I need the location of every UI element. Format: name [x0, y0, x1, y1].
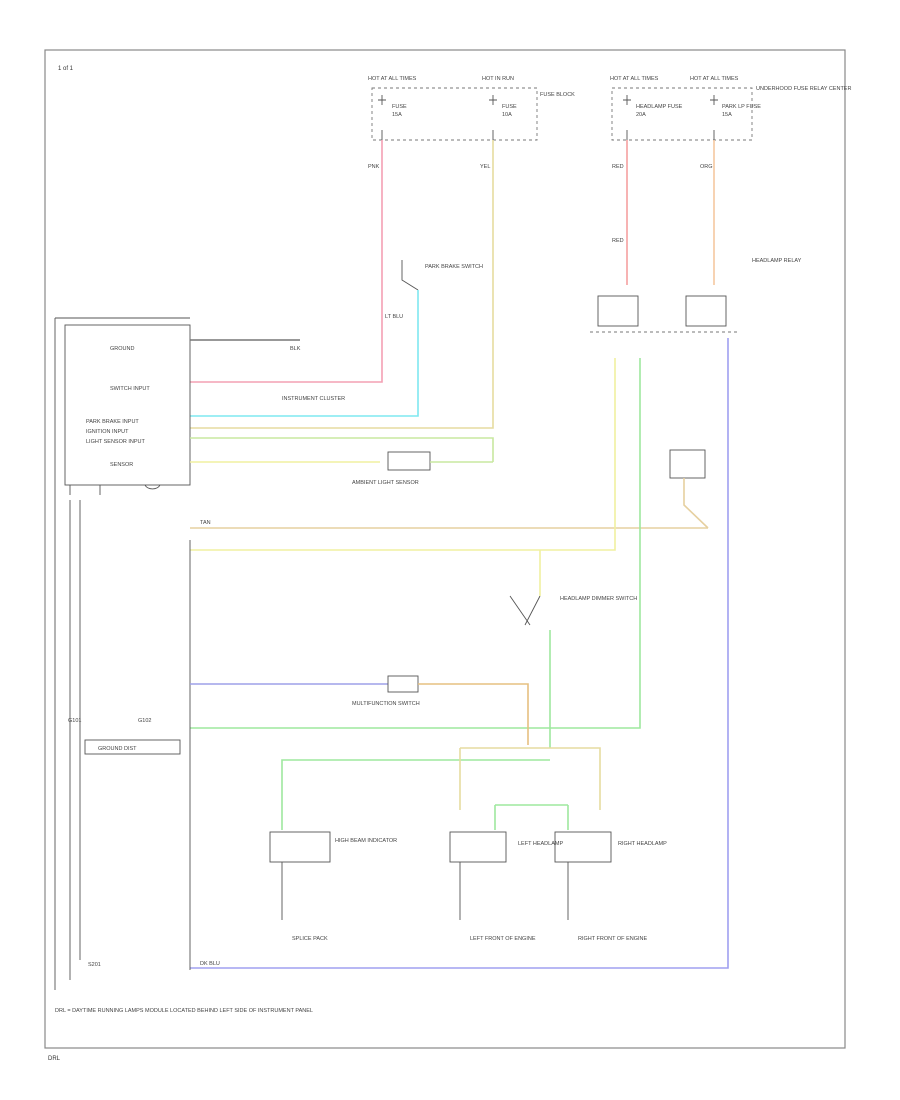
- multifunction-switch-label: MULTIFUNCTION SWITCH: [352, 701, 420, 707]
- drl-module: [64, 324, 191, 486]
- park-brake-switch-label: PARK BRAKE SWITCH: [425, 264, 483, 270]
- wire-label-red: RED: [612, 164, 624, 170]
- fuse-block-left: [371, 87, 538, 141]
- fuse3-name: HEADLAMP FUSE: [636, 104, 683, 110]
- light-sensor-box: [669, 449, 706, 479]
- module-pin-ignition: IGNITION INPUT: [86, 429, 129, 435]
- light-relay-label: HEADLAMP RELAY: [752, 258, 802, 264]
- fuse1-symbol: [378, 95, 386, 140]
- left-headlamp-box: [449, 831, 507, 863]
- wire-label-yel: YEL: [480, 164, 490, 170]
- headlamp-switch-label: HEADLAMP DIMMER SWITCH: [560, 596, 637, 602]
- wire-label-org: ORG: [700, 164, 713, 170]
- wire-grn-return: [190, 358, 641, 729]
- fuse1-name: FUSE: [392, 104, 407, 110]
- wire-yel-bus: [190, 358, 616, 551]
- module-connectors: [69, 484, 161, 495]
- wire-ltblu: [190, 290, 419, 417]
- fuse4-header: HOT AT ALL TIMES: [690, 76, 739, 82]
- wire-sensor-tan: [683, 478, 709, 529]
- wire-ltgrn-sensor: [190, 437, 494, 462]
- fuse2-symbol: [489, 95, 497, 140]
- module-pin-switch: SWITCH INPUT: [110, 386, 150, 392]
- module-pin-sensor: SENSOR: [110, 462, 133, 468]
- fuse4-rating: 15A: [722, 112, 732, 118]
- ground-dist-label: GROUND DIST: [98, 746, 137, 752]
- relay-right: [685, 295, 727, 327]
- diagram-frame: [44, 49, 846, 1049]
- splice-label: S201: [88, 962, 101, 968]
- g-right-label: G102: [138, 718, 151, 724]
- hi-beam-indicator-box: [269, 831, 331, 863]
- fuse2-rating: 10A: [502, 112, 512, 118]
- wire-label-pnk: PNK: [368, 164, 380, 170]
- relay-left: [597, 295, 639, 327]
- hi-beam-indicator-label: HIGH BEAM INDICATOR: [335, 838, 397, 844]
- corner-label: 1 of 1: [58, 66, 74, 72]
- splice-pack-label: SPLICE PACK: [292, 936, 328, 942]
- wire-label-dkblu: DK BLU: [200, 961, 220, 967]
- ambient-sensor-box: [387, 451, 431, 471]
- fuse3-rating: 20A: [636, 112, 646, 118]
- instrument-cluster-label: INSTRUMENT CLUSTER: [282, 396, 345, 402]
- ground-rails: [69, 500, 81, 980]
- module-pin-park: PARK BRAKE INPUT: [86, 419, 139, 425]
- fuse2-header: HOT IN RUN: [482, 76, 514, 82]
- wire-label-red2: RED: [612, 238, 624, 244]
- blk-wire-label: BLK: [290, 346, 301, 352]
- ambient-sensor-label: AMBIENT LIGHT SENSOR: [352, 480, 419, 486]
- mfs-box: [387, 675, 419, 693]
- fuse3-symbol: [623, 95, 631, 140]
- underhood-label: UNDERHOOD FUSE RELAY CENTER: [756, 86, 851, 92]
- left-headlamp-label: LEFT HEADLAMP: [518, 841, 563, 847]
- wire-yel-lower: [459, 747, 601, 810]
- wire-grn-split: [494, 804, 569, 830]
- wire-dkblu-return: [190, 338, 729, 969]
- park-brake-switch-symbol: [401, 260, 419, 291]
- ground-leads: [281, 862, 569, 920]
- fuse2-name: FUSE: [502, 104, 517, 110]
- wire-tan-mfs: [418, 683, 529, 745]
- right-ground-label: RIGHT FRONT OF ENGINE: [578, 936, 647, 942]
- fuse3-header: HOT AT ALL TIMES: [610, 76, 659, 82]
- wire-grn-lower: [281, 759, 550, 830]
- wire-label-ltblu: LT BLU: [385, 314, 403, 320]
- fuse-block-label: FUSE BLOCK: [540, 92, 575, 98]
- fuse4-symbol: [710, 95, 718, 140]
- left-ground-label: LEFT FRONT OF ENGINE: [470, 936, 536, 942]
- module-pin-ground: GROUND: [110, 346, 134, 352]
- module-bracket: [54, 317, 190, 990]
- footer-notes: DRL = DAYTIME RUNNING LAMPS MODULE LOCAT…: [55, 1008, 313, 1014]
- ground-dist-box: [84, 739, 181, 755]
- right-headlamp-label: RIGHT HEADLAMP: [618, 841, 667, 847]
- fuse1-rating: 15A: [392, 112, 402, 118]
- wire-yel-ignition: [190, 140, 494, 429]
- right-headlamp-box: [554, 831, 612, 863]
- module-pin-light: LIGHT SENSOR INPUT: [86, 439, 146, 445]
- fuse4-name: PARK LP FUSE: [722, 104, 761, 110]
- wire-pink: [190, 140, 383, 383]
- wire-label-tan: TAN: [200, 520, 211, 526]
- g-left-label: G101: [68, 718, 81, 724]
- footer-label: DRL: [48, 1056, 61, 1062]
- headlamp-switch-symbol: [509, 595, 541, 626]
- fuse1-header: HOT AT ALL TIMES: [368, 76, 417, 82]
